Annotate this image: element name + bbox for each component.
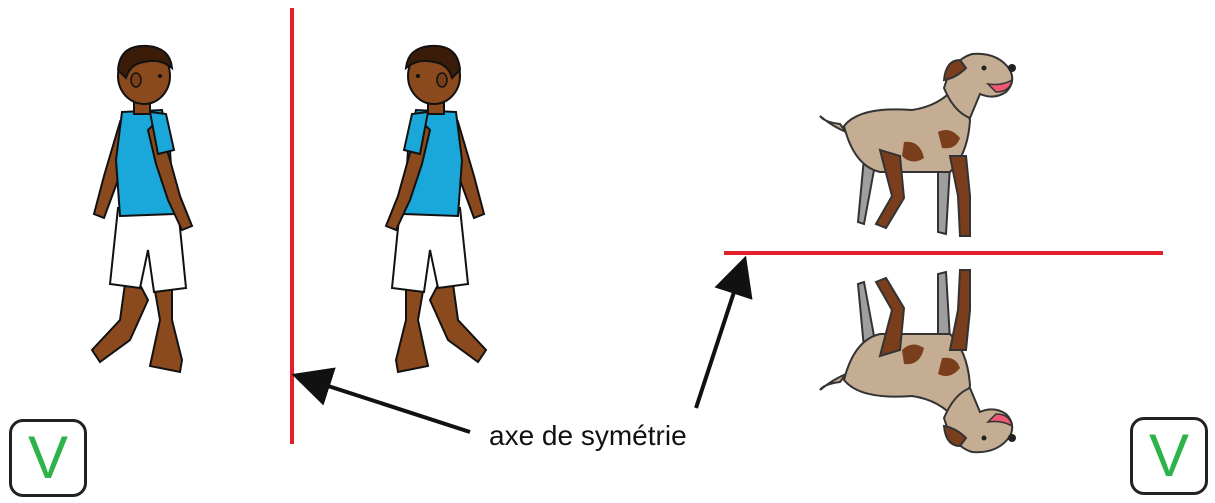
arrow-to-horizontal-axis bbox=[696, 286, 736, 408]
verdict-mark-right: V bbox=[1149, 426, 1189, 486]
dog-figure-reflected bbox=[820, 270, 1016, 452]
verdict-box-left: V bbox=[9, 419, 87, 497]
axis-caption: axe de symétrie bbox=[489, 420, 687, 452]
boy-figure-mirrored bbox=[386, 46, 486, 372]
dog-figure-top bbox=[820, 54, 1016, 236]
arrow-to-vertical-axis bbox=[322, 384, 470, 432]
verdict-box-right: V bbox=[1130, 417, 1208, 495]
boy-figure-left bbox=[92, 46, 192, 372]
verdict-mark-left: V bbox=[28, 428, 68, 488]
